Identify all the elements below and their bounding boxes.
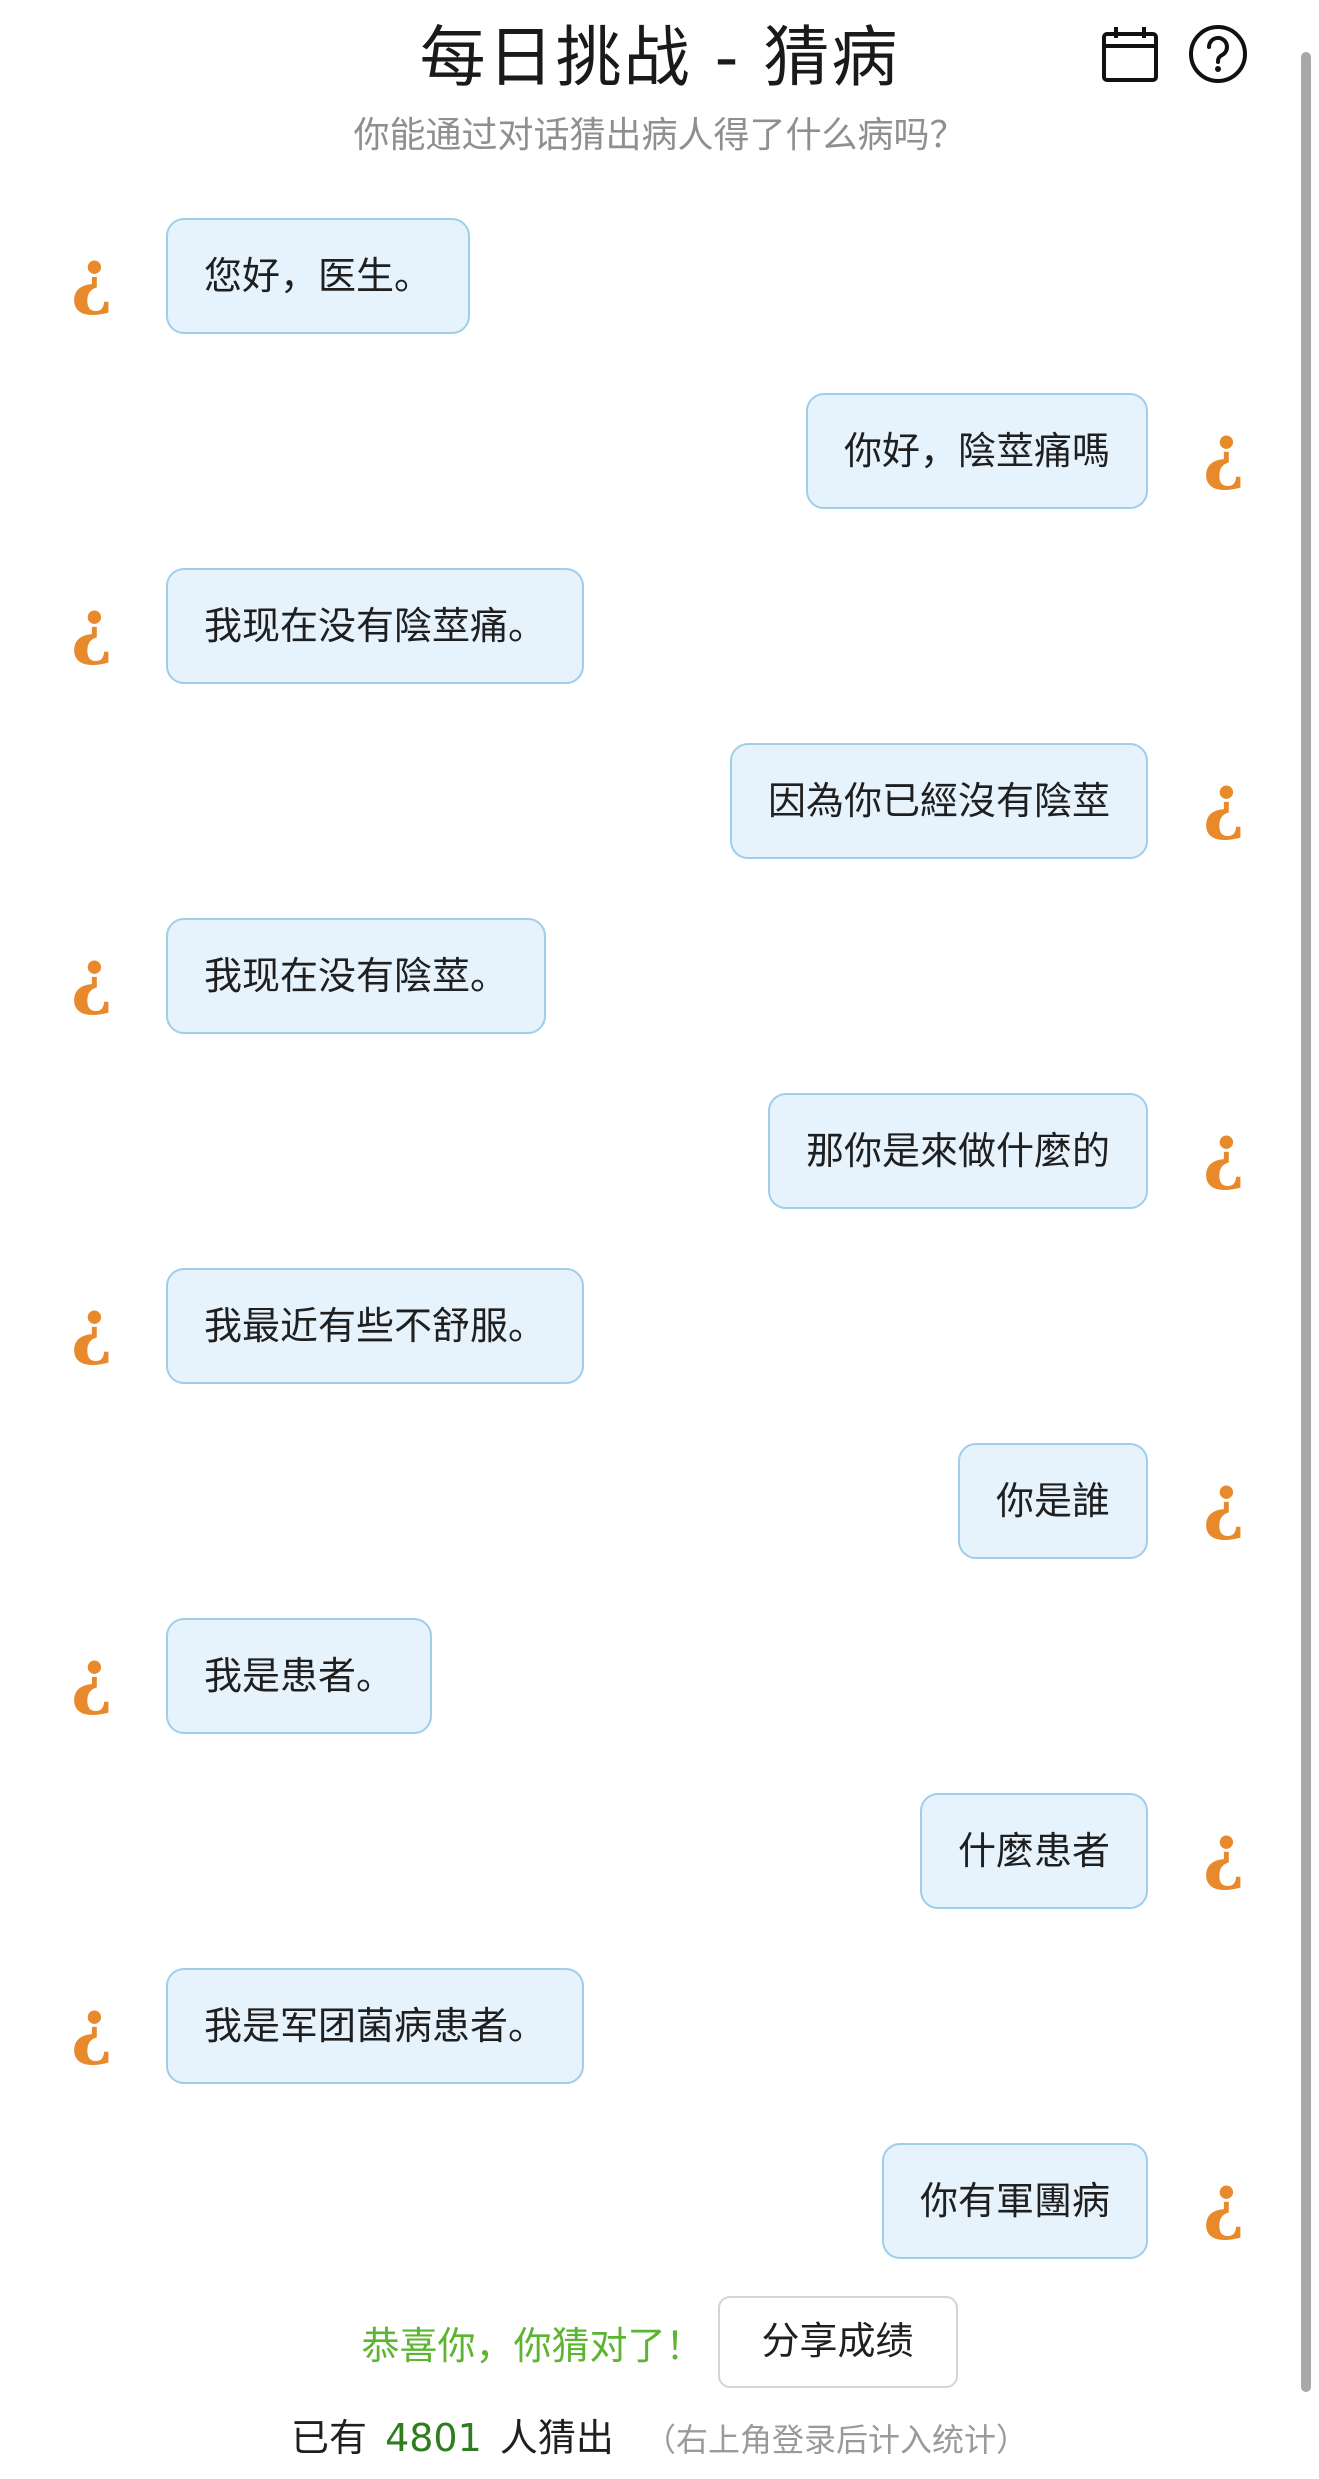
message-bubble: 你是誰 — [957, 1443, 1148, 1559]
calendar-button[interactable] — [1098, 22, 1162, 86]
solver-count: 4801 — [385, 2416, 482, 2460]
patient-message: ¿ 我最近有些不舒服。 — [0, 1268, 1319, 1388]
solver-stats: 已有 4801 人猜出 （右上角登录后计入统计） — [0, 2410, 1319, 2468]
message-bubble: 我现在没有陰莖痛。 — [166, 568, 585, 684]
doctor-message: 那你是來做什麼的 ¿ — [0, 1093, 1319, 1213]
patient-avatar-icon: ¿ — [70, 933, 114, 1018]
result-row: 恭喜你，你猜对了！ 分享成绩 — [0, 2294, 1319, 2390]
patient-avatar-icon: ¿ — [70, 1633, 114, 1718]
doctor-message: 因為你已經沒有陰莖 ¿ — [0, 743, 1319, 863]
patient-avatar-icon: ¿ — [70, 1983, 114, 2068]
message-bubble: 我最近有些不舒服。 — [166, 1268, 585, 1384]
scrollbar[interactable] — [1301, 52, 1311, 2392]
message-bubble: 你有軍團病 — [881, 2143, 1148, 2259]
result-footer: 恭喜你，你猜对了！ 分享成绩 已有 4801 人猜出 （右上角登录后计入统计） — [0, 2290, 1319, 2479]
patient-avatar-icon: ¿ — [70, 233, 114, 318]
doctor-avatar-icon: ¿ — [1202, 1108, 1246, 1193]
doctor-avatar-icon: ¿ — [1202, 1808, 1246, 1893]
page-title: 每日挑战 - 猜病 — [419, 19, 900, 96]
page-subtitle: 你能通过对话猜出病人得了什么病吗？ — [353, 115, 966, 156]
doctor-message: 你有軍團病 ¿ — [0, 2143, 1319, 2263]
help-circle-icon — [1189, 25, 1247, 83]
doctor-avatar-icon: ¿ — [1202, 2158, 1246, 2243]
header: 每日挑战 - 猜病 你能通过对话猜出病人得了什么病吗？ — [0, 0, 1319, 200]
doctor-avatar-icon: ¿ — [1202, 758, 1246, 843]
doctor-avatar-icon: ¿ — [1202, 408, 1246, 493]
message-bubble: 什麼患者 — [919, 1793, 1148, 1909]
patient-message: ¿ 我是患者。 — [0, 1618, 1319, 1738]
patient-message: ¿ 我现在没有陰莖痛。 — [0, 568, 1319, 688]
patient-message: ¿ 您好，医生。 — [0, 218, 1319, 338]
message-bubble: 因為你已經沒有陰莖 — [729, 743, 1148, 859]
message-bubble: 你好，陰莖痛嗎 — [805, 393, 1148, 509]
doctor-message: 你是誰 ¿ — [0, 1443, 1319, 1563]
patient-message: ¿ 我是军团菌病患者。 — [0, 1968, 1319, 2088]
message-bubble: 我是军团菌病患者。 — [166, 1968, 585, 2084]
patient-avatar-icon: ¿ — [70, 583, 114, 668]
doctor-message: 你好，陰莖痛嗎 ¿ — [0, 393, 1319, 513]
doctor-avatar-icon: ¿ — [1202, 1458, 1246, 1543]
message-bubble: 我现在没有陰莖。 — [166, 918, 547, 1034]
stats-suffix: 人猜出 — [499, 2416, 614, 2460]
calendar-icon — [1102, 27, 1158, 82]
message-bubble: 您好，医生。 — [166, 218, 471, 334]
message-bubble: 我是患者。 — [166, 1618, 433, 1734]
stats-prefix: 已有 — [290, 2416, 367, 2460]
patient-avatar-icon: ¿ — [70, 1283, 114, 1368]
share-result-button[interactable]: 分享成绩 — [717, 2296, 958, 2388]
success-message: 恭喜你，你猜对了！ — [361, 2323, 704, 2368]
doctor-message: 什麼患者 ¿ — [0, 1793, 1319, 1913]
message-bubble: 那你是來做什麼的 — [767, 1093, 1148, 1209]
help-button[interactable] — [1186, 22, 1250, 86]
login-note: （右上角登录后计入统计） — [644, 2421, 1029, 2459]
patient-message: ¿ 我现在没有陰莖。 — [0, 918, 1319, 1038]
